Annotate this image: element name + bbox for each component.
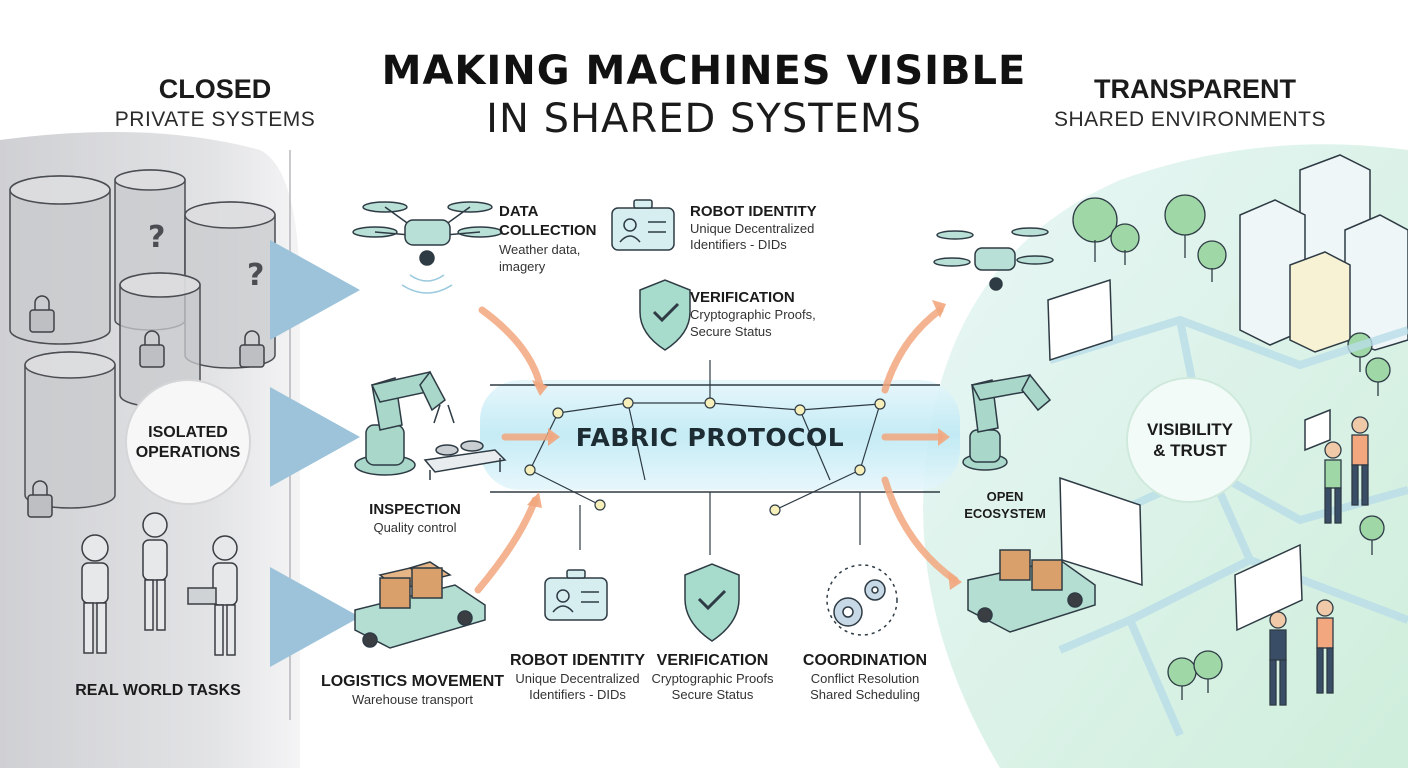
ecosystem-label: ECOSYSTEM: [964, 506, 1046, 521]
data-collection-desc-1: Weather data,: [499, 242, 581, 257]
robot-arm-icon: [354, 370, 455, 476]
fabric-protocol-label: FABRIC PROTOCOL: [575, 423, 845, 452]
logistics-desc: Warehouse transport: [352, 692, 473, 707]
robot-identity-desc-top-2: Identifiers - DIDs: [690, 237, 787, 252]
id-card-icon: [611, 199, 675, 251]
verification-desc-bottom-2: Secure Status: [671, 687, 754, 702]
agv-icon: [354, 561, 486, 649]
question-icon: ? ?: [148, 220, 264, 293]
isolated-operations-badge: [125, 379, 251, 505]
visibility-trust-badge: [1126, 377, 1252, 503]
coordination-title: COORDINATION: [802, 652, 928, 669]
humanoid-robots: [81, 512, 238, 656]
verification-title-top: VERIFICATION: [690, 289, 795, 306]
coordination-desc-2: Shared Scheduling: [810, 687, 920, 702]
verification-title-bottom: VERIFICATION: [656, 652, 769, 669]
inspection-table: [423, 440, 507, 480]
trust-label: & TRUST: [1153, 441, 1227, 460]
people-icon: [1269, 416, 1369, 706]
agv-icon: [967, 549, 1096, 633]
page-title: MAKING MACHINES VISIBLE: [381, 48, 1027, 94]
input-arrows: [270, 240, 360, 667]
robot-arm-icon: [962, 373, 1052, 471]
shield-check-icon: [684, 563, 740, 642]
page-subtitle: IN SHARED SYSTEMS: [486, 96, 922, 142]
data-collection-title-2: COLLECTION: [499, 222, 597, 239]
transparent-heading: TRANSPARENT: [1094, 74, 1296, 104]
closed-system-cylinders: [9, 169, 276, 509]
data-collection-desc-2: imagery: [499, 259, 546, 274]
coordination-desc-1: Conflict Resolution: [810, 671, 920, 686]
dashboard-icon: [1047, 278, 1331, 632]
logistics-title: LOGISTICS MOVEMENT: [320, 673, 505, 690]
tree-icon: [1072, 194, 1391, 700]
shield-check-icon: [639, 279, 691, 351]
closed-heading: CLOSED: [158, 74, 272, 104]
robot-identity-desc-bottom-2: Identifiers - DIDs: [529, 687, 626, 702]
robot-identity-title-top: ROBOT IDENTITY: [690, 203, 817, 220]
robot-identity-title-bottom: ROBOT IDENTITY: [509, 652, 646, 669]
drone-icon: [352, 201, 503, 294]
inspection-desc: Quality control: [373, 520, 457, 535]
verification-desc-bottom-1: Cryptographic Proofs: [651, 671, 774, 686]
robot-identity-desc-top-1: Unique Decentralized: [690, 221, 815, 236]
verification-desc-top-1: Cryptographic Proofs,: [690, 307, 816, 322]
gears-icon: [826, 564, 898, 636]
visibility-label: VISIBILITY: [1147, 420, 1233, 439]
transparent-subheading: SHARED ENVIRONMENTS: [1053, 108, 1327, 131]
network-graph: [524, 360, 886, 555]
inspection-title: INSPECTION: [369, 501, 461, 518]
robot-identity-desc-bottom-1: Unique Decentralized: [515, 671, 640, 686]
isolated-label: ISOLATED: [148, 424, 228, 441]
svg-text:?: ?: [148, 220, 165, 255]
drone-icon: [933, 227, 1054, 291]
lock-icon: [27, 295, 265, 518]
data-collection-title-1: DATA: [499, 203, 539, 220]
flow-arrows: [474, 306, 959, 594]
road-network: [1048, 315, 1408, 737]
real-world-tasks-label: REAL WORLD TASKS: [75, 682, 241, 699]
verification-desc-top-2: Secure Status: [690, 324, 772, 339]
svg-text:?: ?: [247, 258, 264, 293]
open-label: OPEN: [986, 489, 1024, 504]
closed-subheading: PRIVATE SYSTEMS: [114, 108, 316, 131]
id-card-icon: [544, 569, 608, 621]
operations-label: OPERATIONS: [135, 444, 241, 461]
building-icon: [1239, 154, 1408, 353]
